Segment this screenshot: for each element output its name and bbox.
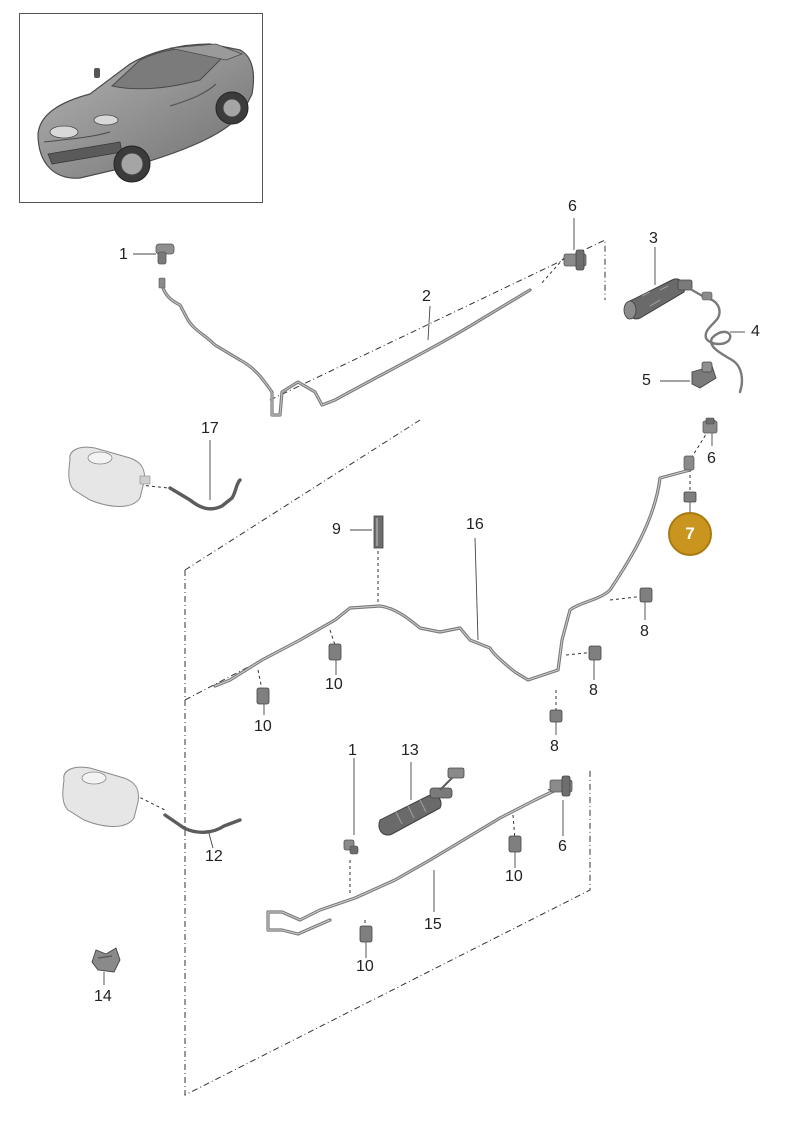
car-thumbnail bbox=[37, 43, 255, 183]
callout-10-c[interactable]: 10 bbox=[505, 868, 523, 885]
part-8-c[interactable] bbox=[549, 709, 563, 723]
part-8-a[interactable] bbox=[639, 587, 653, 603]
callout-4[interactable]: 4 bbox=[751, 323, 760, 340]
part-8-b[interactable] bbox=[588, 645, 602, 661]
callout-6-top[interactable]: 6 bbox=[568, 198, 577, 215]
callout-16[interactable]: 16 bbox=[466, 516, 484, 533]
callout-12[interactable]: 12 bbox=[205, 848, 223, 865]
part-10-c[interactable] bbox=[508, 835, 522, 853]
part-13-master-cylinder[interactable] bbox=[378, 767, 465, 836]
part-10-d[interactable] bbox=[359, 925, 373, 943]
part-6-right[interactable] bbox=[702, 417, 718, 434]
leader-lines bbox=[103, 218, 745, 985]
callout-15[interactable]: 15 bbox=[424, 916, 442, 933]
tube-2 bbox=[160, 283, 532, 417]
callout-14[interactable]: 14 bbox=[94, 988, 112, 1005]
callout-8-c[interactable]: 8 bbox=[550, 738, 559, 755]
reservoir-bottom bbox=[62, 766, 139, 827]
part-3-slave-cylinder[interactable] bbox=[623, 278, 693, 320]
callout-10-b[interactable]: 10 bbox=[254, 718, 272, 735]
callout-dashes bbox=[134, 257, 716, 930]
part-7-clip[interactable] bbox=[683, 491, 697, 503]
tube-16 bbox=[213, 468, 692, 688]
callout-13[interactable]: 13 bbox=[401, 742, 419, 759]
callout-9[interactable]: 9 bbox=[332, 521, 341, 538]
part-1-top[interactable] bbox=[155, 243, 175, 289]
callout-10-a[interactable]: 10 bbox=[325, 676, 343, 693]
part-5-bracket[interactable] bbox=[691, 361, 717, 389]
part-9-strip[interactable] bbox=[373, 515, 384, 549]
part-10-a[interactable] bbox=[328, 643, 342, 661]
vehicle-thumbnail-frame bbox=[19, 13, 263, 203]
tube-2-highlight bbox=[161, 284, 531, 416]
callout-6-right[interactable]: 6 bbox=[707, 450, 716, 467]
callout-2[interactable]: 2 bbox=[422, 288, 431, 305]
tube-15-highlight bbox=[267, 787, 561, 935]
callout-8-a[interactable]: 8 bbox=[640, 623, 649, 640]
callout-10-d[interactable]: 10 bbox=[356, 958, 374, 975]
callout-17[interactable]: 17 bbox=[201, 420, 219, 437]
part-14-clamp[interactable] bbox=[91, 947, 121, 973]
part-6-bottom[interactable] bbox=[549, 775, 573, 797]
callout-1-bottom[interactable]: 1 bbox=[348, 742, 357, 759]
reservoir-top bbox=[68, 446, 151, 507]
callout-3[interactable]: 3 bbox=[649, 230, 658, 247]
callout-5[interactable]: 5 bbox=[642, 372, 651, 389]
part-12-hose[interactable] bbox=[163, 813, 242, 834]
part-6-top[interactable] bbox=[563, 249, 587, 271]
callout-1-top[interactable]: 1 bbox=[119, 246, 128, 263]
tube-16-highlight bbox=[214, 469, 691, 687]
callout-6-bottom[interactable]: 6 bbox=[558, 838, 567, 855]
part-17-hose[interactable] bbox=[168, 478, 242, 511]
part-10-b[interactable] bbox=[256, 687, 270, 705]
tube-16-fitting bbox=[683, 455, 695, 471]
part-4-hose[interactable] bbox=[690, 288, 744, 394]
callout-8-b[interactable]: 8 bbox=[589, 682, 598, 699]
callout-7-highlighted[interactable]: 7 bbox=[668, 512, 712, 556]
part-1-bottom[interactable] bbox=[343, 839, 359, 855]
part-4-fittings bbox=[701, 291, 713, 301]
